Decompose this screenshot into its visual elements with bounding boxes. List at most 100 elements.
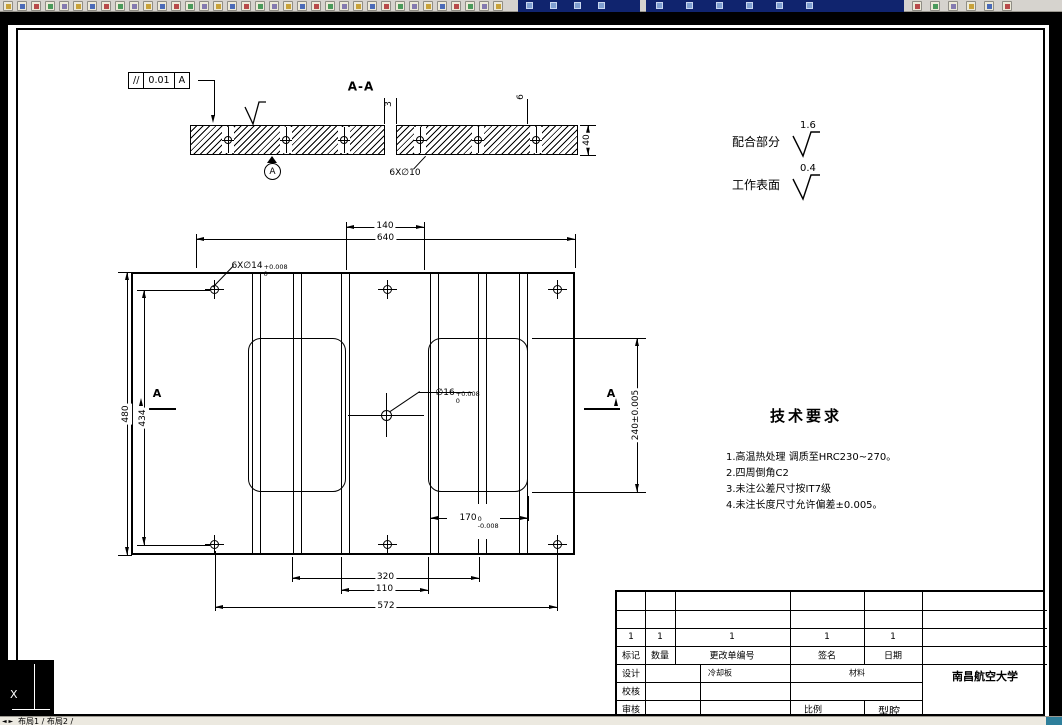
dim-arrow: [215, 605, 223, 609]
match-properties-icon[interactable]: [129, 1, 139, 11]
save-icon[interactable]: [31, 1, 41, 11]
grid-icon[interactable]: [395, 1, 405, 11]
print-icon[interactable]: [45, 1, 55, 11]
revision-count: 1: [824, 632, 830, 642]
regen-icon[interactable]: [984, 1, 994, 11]
tolerance-value: 0.01: [144, 73, 175, 88]
design-center-icon[interactable]: [241, 1, 251, 11]
dim-text: 40: [582, 132, 593, 148]
paste-icon[interactable]: [115, 1, 125, 11]
redo-icon[interactable]: [157, 1, 167, 11]
new-file-icon[interactable]: [3, 1, 13, 11]
dim-arrow: [142, 290, 146, 298]
text-style-icon[interactable]: [339, 1, 349, 11]
docked-toolbar-left: [518, 0, 640, 12]
dim-arrow: [586, 147, 590, 155]
polar-icon[interactable]: [423, 1, 433, 11]
extension-line: [479, 557, 480, 582]
ucs-axis-line: [34, 664, 35, 710]
tab-scroll-buttons[interactable]: ◄ ►: [2, 718, 14, 725]
toolbar: [0, 0, 1062, 12]
model-icon[interactable]: [493, 1, 503, 11]
zoom-window-icon[interactable]: [199, 1, 209, 11]
toolbar-button-icon[interactable]: [598, 2, 605, 9]
bolt-hole: [378, 280, 397, 299]
layout-tabs[interactable]: 布局1 / 布局2 /: [18, 717, 74, 725]
extension-line: [137, 545, 210, 546]
lineweight-icon[interactable]: [325, 1, 335, 11]
titleblock-line: [700, 664, 701, 718]
statusbar-corner: [1046, 717, 1062, 725]
dim-arrow: [125, 272, 129, 280]
table-style-icon[interactable]: [367, 1, 377, 11]
osnap-icon[interactable]: [437, 1, 447, 11]
ucs-x-label: X: [10, 688, 18, 701]
toolbar-button-icon[interactable]: [806, 2, 813, 9]
label-text: 170: [459, 512, 477, 523]
copy-icon[interactable]: [101, 1, 111, 11]
dim-arrow: [567, 237, 575, 241]
zoom-realtime-icon[interactable]: [185, 1, 195, 11]
zoom-previous-icon[interactable]: [213, 1, 223, 11]
redraw-icon[interactable]: [966, 1, 976, 11]
section-title: A-A: [347, 79, 375, 94]
ucs-axis-line: [12, 709, 50, 710]
color-control-icon[interactable]: [297, 1, 307, 11]
status-bar: ◄ ► 布局1 / 布局2 /: [0, 716, 1062, 725]
find-icon[interactable]: [73, 1, 83, 11]
tool-palettes-icon[interactable]: [255, 1, 265, 11]
cut-label-left: A: [152, 386, 162, 400]
lwt-icon[interactable]: [479, 1, 489, 11]
titleblock-line: [617, 646, 1047, 647]
dim-arrow: [471, 576, 479, 580]
toolbar-button-icon[interactable]: [776, 2, 783, 9]
dim-arrow: [196, 237, 204, 241]
slot-lines: [478, 272, 487, 555]
zoom-extents-icon[interactable]: [948, 1, 958, 11]
toolbar-button-icon[interactable]: [526, 2, 533, 9]
undo-icon[interactable]: [143, 1, 153, 11]
ortho-icon[interactable]: [409, 1, 419, 11]
extension-line: [424, 222, 425, 270]
material-label: 材料: [849, 668, 865, 678]
bolt-hole: [378, 535, 397, 554]
plate-outline: [131, 272, 575, 555]
toolbar-button-icon[interactable]: [686, 2, 693, 9]
dim-arrow: [520, 516, 528, 520]
toolbar-button-icon[interactable]: [746, 2, 753, 9]
dim-style-icon[interactable]: [353, 1, 363, 11]
titleblock-row-label: 审核: [621, 705, 641, 716]
toolbar-button-icon[interactable]: [716, 2, 723, 9]
pan-icon[interactable]: [171, 1, 181, 11]
dim-text: 320: [374, 572, 397, 583]
layer-control-icon[interactable]: [283, 1, 293, 11]
titleblock-line: [617, 628, 1047, 629]
extension-line: [196, 234, 197, 268]
zoom-out-icon[interactable]: [930, 1, 940, 11]
linetype-icon[interactable]: [311, 1, 321, 11]
toolbar-button-icon[interactable]: [550, 2, 557, 9]
titleblock-line: [675, 592, 676, 664]
zoom-in-icon[interactable]: [912, 1, 922, 11]
layers-icon[interactable]: [269, 1, 279, 11]
slot-lines: [341, 272, 350, 555]
surface-finish-icon: [792, 131, 820, 158]
cut-icon[interactable]: [87, 1, 97, 11]
dim-text: 140: [374, 221, 396, 232]
extension-line: [532, 492, 646, 493]
open-icon[interactable]: [17, 1, 27, 11]
extension-line: [292, 557, 293, 582]
extension-line: [527, 99, 528, 124]
toolbar-button-icon[interactable]: [656, 2, 663, 9]
otrack-icon[interactable]: [451, 1, 461, 11]
titleblock-line: [645, 592, 646, 718]
print-preview-icon[interactable]: [59, 1, 69, 11]
properties-icon[interactable]: [227, 1, 237, 11]
help-icon[interactable]: [1002, 1, 1012, 11]
toolbar-button-icon[interactable]: [574, 2, 581, 9]
label-text: ∅16: [435, 387, 455, 398]
dyn-icon[interactable]: [465, 1, 475, 11]
snap-icon[interactable]: [381, 1, 391, 11]
